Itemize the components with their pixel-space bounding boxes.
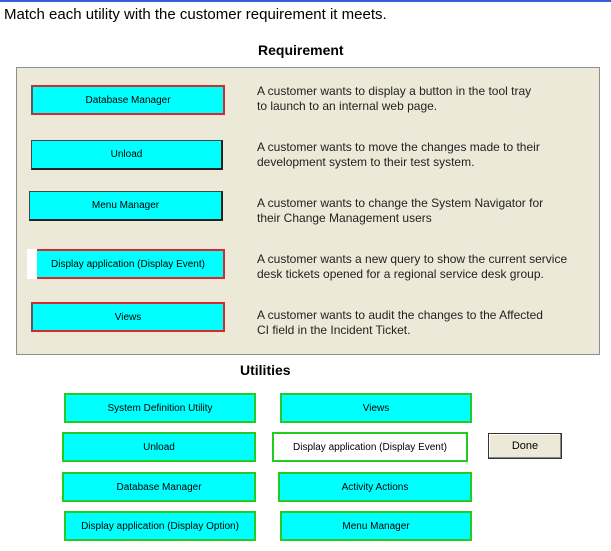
answer-slot-1[interactable]: Database Manager [31, 85, 225, 115]
requirement-2-line2: development system to their test system. [257, 155, 475, 169]
utility-views[interactable]: Views [280, 393, 472, 423]
slot-4-highlight [27, 249, 37, 279]
requirement-2-line1: A customer wants to move the changes mad… [257, 140, 540, 154]
requirement-text-2: A customer wants to move the changes mad… [257, 140, 540, 170]
requirement-text-1: A customer wants to display a button in … [257, 84, 531, 114]
requirement-1-line1: A customer wants to display a button in … [257, 84, 532, 98]
utility-database-manager[interactable]: Database Manager [62, 472, 256, 502]
utility-system-definition-utility[interactable]: System Definition Utility [64, 393, 256, 423]
requirement-panel: Database Manager A customer wants to dis… [16, 67, 600, 355]
requirement-text-4: A customer wants a new query to show the… [257, 252, 567, 282]
requirement-text-5: A customer wants to audit the changes to… [257, 308, 543, 338]
instruction-text: Match each utility with the customer req… [4, 6, 387, 23]
answer-slot-3[interactable]: Menu Manager [29, 191, 223, 221]
requirement-heading: Requirement [258, 42, 344, 58]
answer-slot-4-label: Display application (Display Event) [51, 258, 205, 270]
answer-slot-4[interactable]: Display application (Display Event) [27, 249, 225, 279]
answer-slot-2[interactable]: Unload [31, 140, 223, 170]
requirement-1-line2: to launch to an internal web page. [257, 99, 438, 113]
utility-display-option[interactable]: Display application (Display Option) [64, 511, 256, 541]
top-accent-line [0, 0, 611, 2]
requirement-3-line1: A customer wants to change the System Na… [257, 196, 544, 210]
utilities-heading: Utilities [240, 362, 291, 378]
utility-activity-actions[interactable]: Activity Actions [278, 472, 472, 502]
requirement-text-3: A customer wants to change the System Na… [257, 196, 543, 226]
requirement-4-line2: desk tickets opened for a regional servi… [257, 267, 544, 281]
requirement-4-line1: A customer wants a new query to show the… [257, 252, 568, 266]
requirement-5-line2: CI field in the Incident Ticket. [257, 323, 411, 337]
requirement-3-line2: their Change Management users [257, 211, 432, 225]
utility-display-event[interactable]: Display application (Display Event) [272, 432, 468, 462]
done-button[interactable]: Done [488, 433, 562, 459]
utility-unload[interactable]: Unload [62, 432, 256, 462]
requirement-5-line1: A customer wants to audit the changes to… [257, 308, 543, 322]
utility-menu-manager[interactable]: Menu Manager [280, 511, 472, 541]
answer-slot-5[interactable]: Views [31, 302, 225, 332]
